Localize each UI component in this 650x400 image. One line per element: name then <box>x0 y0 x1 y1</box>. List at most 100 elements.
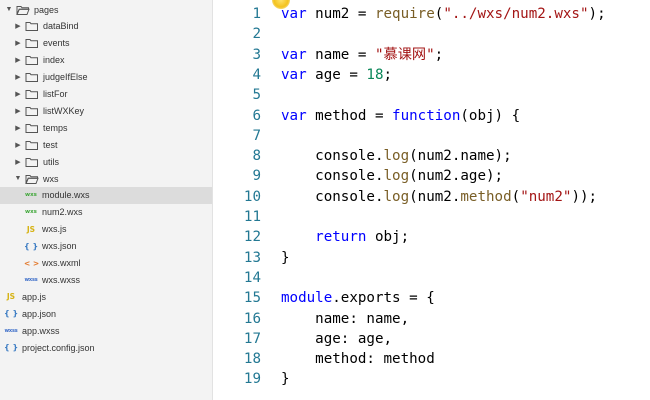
file-tree-item[interactable]: ▶ events <box>0 35 212 52</box>
file-tree-item-label: events <box>43 38 70 49</box>
wxml-file-icon: < > <box>24 258 40 268</box>
code-token: } <box>281 249 290 266</box>
chevron-right-icon[interactable]: ▶ <box>15 107 21 115</box>
code-line[interactable]: } <box>281 369 290 389</box>
code-token: . <box>374 188 384 205</box>
code-token <box>281 351 315 367</box>
folder-icon <box>25 88 39 100</box>
file-tree-item-label: wxs.js <box>42 224 67 235</box>
file-tree-item[interactable]: ▶judgeIfElse <box>0 69 212 86</box>
file-tree-item-label: project.config.json <box>22 342 95 353</box>
line-number: 14 <box>243 269 261 286</box>
code-line[interactable]: console.log(num2.method("num2")); <box>281 187 597 207</box>
file-tree-item-label: wxs.wxss <box>42 274 80 285</box>
file-tree-item-label: listFor <box>43 89 68 99</box>
folder-icon <box>25 156 39 168</box>
chevron-right-icon[interactable]: ▶ <box>15 141 21 149</box>
chevron-right-icon[interactable]: ▶ <box>15 40 21 48</box>
folder-open-icon <box>25 173 39 185</box>
code-token: name <box>315 46 350 63</box>
js-file-icon: JS <box>26 224 36 234</box>
code-line[interactable]: var name = "慕课网"; <box>281 45 443 65</box>
file-tree-item[interactable]: ▶index <box>0 52 212 69</box>
file-tree-item-label: app.wxss <box>22 325 60 336</box>
code-token: . <box>374 168 384 185</box>
code-token: method <box>315 351 367 368</box>
code-token <box>281 168 315 184</box>
chevron-down-icon[interactable]: ▼ <box>5 6 13 13</box>
code-line[interactable]: module.exports = { <box>281 288 435 308</box>
line-number: 16 <box>243 310 261 327</box>
code-line[interactable]: method: method <box>281 349 435 369</box>
line-number: 18 <box>243 351 261 368</box>
file-tree-item[interactable]: < >wxs.wxml <box>0 255 212 272</box>
file-tree-item[interactable]: ▶dataBind <box>0 18 212 35</box>
code-token <box>281 311 315 327</box>
file-tree-item[interactable]: ▶test <box>0 136 212 153</box>
folder-icon <box>25 71 39 83</box>
code-line[interactable]: var num2 = require("../wxs/num2.wxs"); <box>281 4 606 24</box>
code-line[interactable]: console.log(num2.name); <box>281 146 511 166</box>
code-line[interactable]: var age = 18; <box>281 65 392 85</box>
chevron-right-icon[interactable]: ▶ <box>15 91 21 98</box>
line-number: 7 <box>252 127 261 144</box>
file-tree-item[interactable]: { }app.json <box>0 305 212 322</box>
line-number: 8 <box>252 148 261 165</box>
file-tree-item[interactable]: ▶temps <box>0 119 212 136</box>
chevron-right-icon[interactable]: ▶ <box>15 74 21 82</box>
code-token: var <box>281 66 307 83</box>
code-token: ( <box>434 6 444 22</box>
code-token: age <box>315 66 341 83</box>
file-tree-item[interactable]: ▶ listFor <box>0 86 212 103</box>
code-token <box>281 189 315 205</box>
line-number: 13 <box>243 249 261 266</box>
file-tree-item[interactable]: ▶listWXKey <box>0 102 212 119</box>
code-token: module <box>281 290 333 307</box>
code-line[interactable]: return obj; <box>281 227 409 247</box>
file-tree-item[interactable]: ▶ utils <box>0 153 212 170</box>
code-token: var <box>281 46 307 63</box>
file-tree-item-label: utils <box>43 156 60 167</box>
file-tree-item-label: app.js <box>22 291 47 302</box>
file-tree-item[interactable]: ▼wxs <box>0 170 212 187</box>
code-token: console <box>315 148 375 165</box>
code-token: (obj) { <box>460 107 521 124</box>
code-token: : name, <box>349 310 410 327</box>
code-line[interactable]: console.log(num2.age); <box>281 166 503 186</box>
json-file-icon: { } <box>4 309 19 319</box>
chevron-right-icon[interactable]: ▶ <box>15 124 21 132</box>
code-line[interactable]: age: age, <box>281 329 392 349</box>
file-tree-item[interactable]: JS wxs.js <box>0 221 212 238</box>
code-token: console <box>315 188 375 205</box>
file-tree-item[interactable]: JS app.js <box>0 288 212 305</box>
code-token: = { <box>400 290 435 307</box>
code-token: : age, <box>340 330 393 347</box>
file-tree-item[interactable]: { }wxs.json <box>0 238 212 255</box>
line-number: 10 <box>243 188 261 205</box>
code-token: . <box>374 148 384 165</box>
code-token <box>281 148 315 164</box>
line-number: 9 <box>252 168 261 185</box>
code-token: method <box>460 188 512 205</box>
code-line[interactable]: name: name, <box>281 309 409 329</box>
code-token: = <box>349 6 375 22</box>
js-file-icon: JS <box>6 292 16 302</box>
code-token: obj; <box>366 229 410 246</box>
chevron-right-icon[interactable]: ▶ <box>15 23 21 31</box>
code-token: "num2" <box>520 188 572 205</box>
line-number: 2 <box>252 26 261 43</box>
code-line[interactable]: var method = function(obj) { <box>281 106 520 126</box>
chevron-right-icon[interactable]: ▶ <box>15 158 21 166</box>
code-line[interactable]: } <box>281 248 290 268</box>
chevron-down-icon[interactable]: ▼ <box>14 175 22 182</box>
file-tree-item[interactable]: { }project.config.json <box>0 339 212 356</box>
line-number: 5 <box>252 87 261 104</box>
file-tree-item[interactable]: ▼pages <box>0 1 212 18</box>
chevron-right-icon[interactable]: ▶ <box>15 57 21 65</box>
